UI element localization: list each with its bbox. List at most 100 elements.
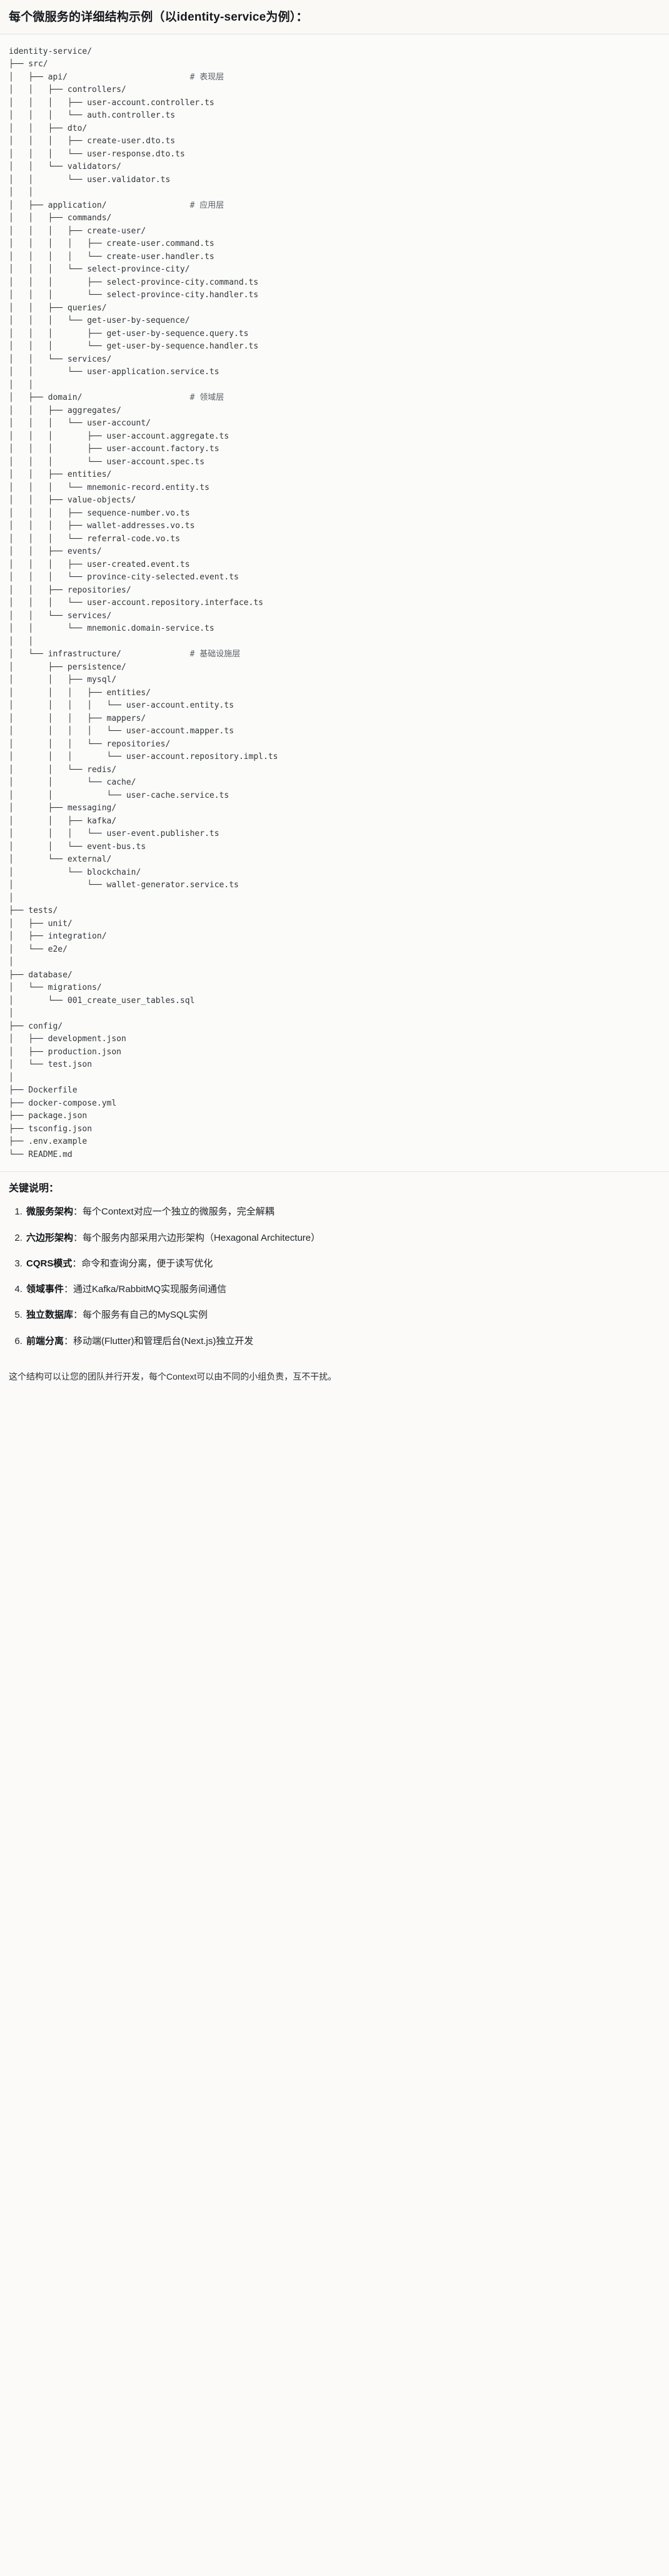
tree-line: │ │ └── services/ xyxy=(9,611,112,621)
key-note-body: 每个服务有自己的MySQL实例 xyxy=(83,1310,208,1321)
tree-line: │ │ └── event-bus.ts xyxy=(9,842,146,852)
tree-line: │ │ │ ├── create-user/ xyxy=(9,226,146,236)
tree-line: │ ├── unit/ xyxy=(9,919,73,929)
tree-line: │ │ │ ├── select-province-city.command.t… xyxy=(9,277,259,287)
tree-line: │ │ │ ├── create-user.dto.ts xyxy=(9,136,176,146)
tree-line: identity-service/ xyxy=(9,46,93,56)
key-note-body: 移动端(Flutter)和管理后台(Next.js)独立开发 xyxy=(73,1335,254,1347)
tree-line: ├── src/ xyxy=(9,59,48,69)
tree-line: │ │ │ └── user-response.dto.ts xyxy=(9,149,185,159)
key-note-separator: ： xyxy=(64,1335,74,1347)
tree-line: │ └── infrastructure/ # 基础设施层 xyxy=(9,649,241,659)
tree-line: │ │ │ ├── user-account.aggregate.ts xyxy=(9,431,229,441)
tree-line: │ │ └── redis/ xyxy=(9,765,117,775)
tree-line: │ ├── integration/ xyxy=(9,932,107,942)
tree-line: │ │ │ ├── user-account.factory.ts xyxy=(9,444,219,454)
tree-line: │ │ ├── controllers/ xyxy=(9,85,126,95)
tree-line: │ │ └── user-application.service.ts xyxy=(9,367,219,377)
tree-line: │ │ ├── queries/ xyxy=(9,303,107,313)
tree-line: │ xyxy=(9,1072,14,1082)
key-note-body: 命令和查询分离，便于读写优化 xyxy=(81,1258,213,1269)
tree-line: │ │ ├── entities/ xyxy=(9,470,112,480)
tree-line: │ │ │ ├── sequence-number.vo.ts xyxy=(9,508,190,518)
directory-tree: identity-service/ ├── src/ │ ├── api/ # … xyxy=(9,46,660,1162)
tree-line: │ │ │ └── user-account.repository.interf… xyxy=(9,598,263,608)
tree-line: │ │ ├── commands/ xyxy=(9,213,112,223)
tree-line: │ └── external/ xyxy=(9,855,112,865)
key-note-body: 每个服务内部采用六边形架构（Hexagonal Architecture） xyxy=(83,1232,321,1243)
tree-line: │ │ │ ├── user-created.event.ts xyxy=(9,559,190,569)
tree-line: │ xyxy=(9,893,14,903)
tree-line: │ │ │ └── user-event.publisher.ts xyxy=(9,829,219,839)
tree-line: │ ├── persistence/ xyxy=(9,662,126,672)
key-note-separator: ： xyxy=(64,1284,74,1295)
tree-line: │ │ │ ├── wallet-addresses.vo.ts xyxy=(9,521,195,531)
tree-line: ├── .env.example xyxy=(9,1137,88,1147)
tree-line: │ │ ├── dto/ xyxy=(9,123,88,133)
tree-line: │ └── e2e/ xyxy=(9,944,68,954)
closing-paragraph: 这个结构可以让您的团队并行开发，每个Context可以由不同的小组负责，互不干扰… xyxy=(9,1371,337,1382)
tree-line: ├── package.json xyxy=(9,1111,88,1121)
tree-line: │ │ ├── kafka/ xyxy=(9,816,117,826)
tree-line: │ └── wallet-generator.service.ts xyxy=(9,880,239,890)
tree-line: ├── Dockerfile xyxy=(9,1086,78,1096)
tree-line: │ │ │ ├── get-user-by-sequence.query.ts xyxy=(9,328,249,339)
tree-line: │ │ └── cache/ xyxy=(9,778,136,788)
tree-line: │ │ │ └── user-account/ xyxy=(9,419,151,429)
key-note-separator: ： xyxy=(73,1310,83,1321)
tree-line: ├── database/ xyxy=(9,970,73,980)
key-note-item: 领域事件：通过Kafka/RabbitMQ实现服务间通信 xyxy=(25,1282,660,1296)
tree-line: │ │ xyxy=(9,380,34,390)
tree-line: │ │ │ └── select-province-city/ xyxy=(9,265,190,275)
tree-line: │ │ │ │ └── user-account.mapper.ts xyxy=(9,726,234,736)
tree-line: │ │ │ ├── user-account.controller.ts xyxy=(9,98,214,108)
key-note-term: 领域事件 xyxy=(26,1284,64,1295)
tree-line: │ │ ├── value-objects/ xyxy=(9,496,136,506)
tree-line: │ │ └── validators/ xyxy=(9,162,122,172)
document-page: 每个微服务的详细结构示例（以identity-service为例）： ident… xyxy=(0,0,669,1395)
tree-line-comment: # 基础设施层 xyxy=(189,649,241,659)
tree-line: │ │ │ └── get-user-by-sequence/ xyxy=(9,316,190,326)
tree-line: │ │ │ └── get-user-by-sequence.handler.t… xyxy=(9,342,259,352)
key-note-body: 通过Kafka/RabbitMQ实现服务间通信 xyxy=(73,1284,227,1295)
tree-line: ├── tests/ xyxy=(9,906,58,916)
tree-line: ├── config/ xyxy=(9,1021,63,1031)
tree-line: │ │ │ │ └── user-account.entity.ts xyxy=(9,701,234,711)
tree-line: │ ├── messaging/ xyxy=(9,803,117,813)
key-note-term: 六边形架构 xyxy=(26,1232,74,1243)
tree-line: │ └── test.json xyxy=(9,1060,93,1070)
key-note-separator: ： xyxy=(73,1206,83,1218)
tree-line: │ │ │ ├── mappers/ xyxy=(9,713,146,723)
tree-line: │ │ ├── events/ xyxy=(9,547,102,557)
tree-line: │ └── blockchain/ xyxy=(9,867,141,877)
tree-line: │ │ │ └── auth.controller.ts xyxy=(9,111,176,121)
directory-tree-codeblock: identity-service/ ├── src/ │ ├── api/ # … xyxy=(0,34,669,1173)
tree-line: │ │ │ └── province-city-selected.event.t… xyxy=(9,573,239,583)
tree-line: │ ├── development.json xyxy=(9,1034,126,1044)
tree-line: │ │ │ └── referral-code.vo.ts xyxy=(9,534,180,544)
tree-line: │ │ │ └── mnemonic-record.entity.ts xyxy=(9,482,209,492)
tree-line: │ │ └── services/ xyxy=(9,354,112,364)
tree-line: └── README.md xyxy=(9,1149,73,1159)
key-note-separator: ： xyxy=(73,1232,83,1243)
key-note-term: CQRS模式 xyxy=(26,1258,73,1269)
tree-line: │ ├── api/ # 表现层 xyxy=(9,72,224,82)
key-note-item: 前端分离：移动端(Flutter)和管理后台(Next.js)独立开发 xyxy=(25,1334,660,1348)
tree-line: │ │ ├── aggregates/ xyxy=(9,405,122,415)
tree-line: │ │ │ └── select-province-city.handler.t… xyxy=(9,290,259,300)
tree-line: │ xyxy=(9,1009,14,1019)
tree-line: │ xyxy=(9,957,14,967)
page-title: 每个微服务的详细结构示例（以identity-service为例）： xyxy=(0,0,669,34)
tree-line: │ ├── application/ # 应用层 xyxy=(9,200,224,210)
tree-line: ├── tsconfig.json xyxy=(9,1124,93,1134)
tree-line: │ │ └── user-cache.service.ts xyxy=(9,790,229,800)
tree-line: │ │ xyxy=(9,636,34,646)
tree-line: │ │ │ │ ├── create-user.command.ts xyxy=(9,239,214,249)
key-notes-section: 关键说明： 微服务架构：每个Context对应一个独立的微服务，完全解耦六边形架… xyxy=(0,1172,669,1363)
tree-line: │ │ │ └── repositories/ xyxy=(9,739,171,749)
tree-line: │ ├── production.json xyxy=(9,1047,122,1057)
tree-line: │ │ │ └── user-account.spec.ts xyxy=(9,457,205,467)
tree-line-comment: # 应用层 xyxy=(189,200,224,210)
key-note-item: 独立数据库：每个服务有自己的MySQL实例 xyxy=(25,1308,660,1322)
tree-line: │ │ │ │ └── create-user.handler.ts xyxy=(9,252,214,262)
